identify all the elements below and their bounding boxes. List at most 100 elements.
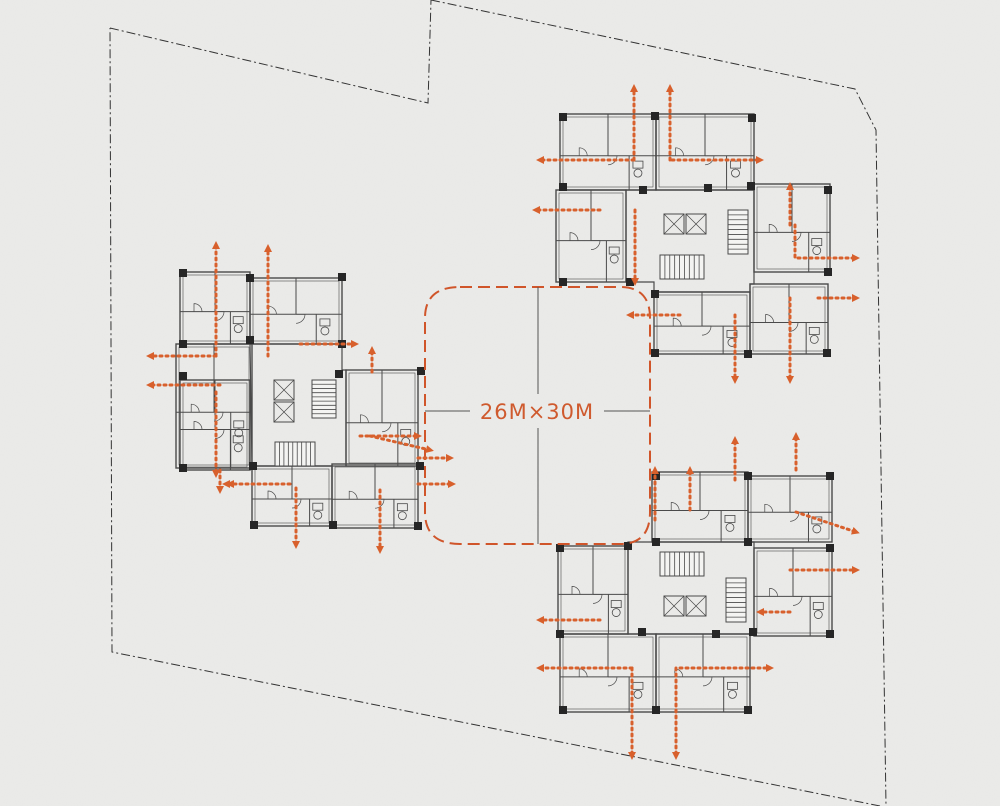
structural-column-icon [179,269,187,277]
door-swing [704,155,715,166]
toilet-fixture [319,318,331,327]
stair-icon [274,441,316,467]
door-swing [675,147,684,156]
structural-column-icon [652,706,660,714]
structural-column-icon [179,340,187,348]
door-swing [702,676,713,687]
structural-column-icon [559,113,567,121]
toilet-bowl [633,168,643,178]
door-swing [381,422,392,433]
toilet-fixture [400,429,412,437]
ventilation-arrow-icon [368,434,434,453]
elevator-cross [663,213,685,235]
structural-column-icon [416,462,424,470]
structural-column-icon [824,186,832,194]
structural-column-icon [417,367,425,375]
elevator-icon [273,379,295,401]
door-swing [792,596,803,606]
structural-column-icon [559,278,567,286]
ventilation-arrow-icon [794,510,860,535]
toilet-bowl [609,254,619,264]
door-swing [193,303,203,312]
toilet-bowl [320,326,330,336]
toilet-bowl [313,510,323,520]
structural-column-icon [246,274,254,282]
toilet-fixture [610,600,622,608]
toilet-fixture [632,160,644,169]
elevator-cross [685,595,707,617]
toilet-fixture [811,238,823,246]
structural-column-icon [559,183,567,191]
door-swing [348,490,358,500]
site-boundary [109,0,887,806]
structural-column-icon [826,544,834,552]
ventilation-arrow-icon [793,223,860,262]
structural-column-icon [179,372,187,380]
door-swing [374,498,385,509]
toilet-fixture [727,681,738,690]
structural-column-icon [744,350,752,358]
structural-column-icon [639,186,647,194]
door-swing [578,668,588,677]
structural-column-icon [559,706,567,714]
toilet-bowl [725,523,735,532]
structural-column-icon [250,521,258,529]
toilet-fixture [808,326,820,335]
building-bottom-right [556,471,834,714]
door-swing [791,232,802,242]
toilet-bowl [633,689,643,699]
door-swing [592,594,603,604]
toilet-bowl [731,168,740,178]
central-courtyard: 26M×30M [424,286,651,545]
toilet-fixture [233,420,245,429]
structural-column-icon [338,273,346,281]
toilet-bowl [728,689,737,699]
elevator-cross [273,379,295,401]
structural-column-icon [556,630,564,638]
structural-column-icon [826,630,834,638]
stair-icon [725,577,747,623]
toilet-bowl [812,524,822,534]
door-swing [571,586,581,595]
door-swing [578,147,588,156]
toilet-fixture [812,602,824,610]
elevator-icon [685,595,707,617]
structural-column-icon [744,706,752,714]
structural-column-icon [712,630,720,638]
stair-icon [311,379,337,419]
door-swing [267,490,277,500]
door-swing [193,421,203,430]
door-swing [701,325,712,336]
structural-column-icon [329,521,337,529]
door-swing [672,317,682,327]
elevator-cross [273,401,295,423]
toilet-bowl [809,334,819,344]
toilet-fixture [726,330,738,338]
structural-column-icon [744,538,752,546]
toilet-fixture [232,435,244,444]
door-swing [607,676,618,687]
courtyard-dimension-label: 26M×30M [480,400,594,424]
door-swing [360,414,369,423]
structural-column-icon [747,182,755,190]
toilet-bowl [233,443,243,453]
structural-column-icon [249,462,257,470]
structural-column-icon [744,472,752,480]
toilet-fixture [396,503,408,512]
door-swing [291,498,302,509]
door-swing [765,314,774,323]
ventilation-paths [146,84,860,760]
toilet-fixture [232,316,244,325]
elevator-icon [273,401,295,423]
door-swing [769,588,778,597]
elevator-cross [663,595,685,617]
toilet-bowl [727,338,737,347]
structural-column-icon [826,472,834,480]
elevator-icon [663,213,685,235]
structural-column-icon [626,278,634,286]
structural-column-icon [749,628,757,636]
toilet-bowl [812,246,822,255]
stair-icon [659,254,705,280]
